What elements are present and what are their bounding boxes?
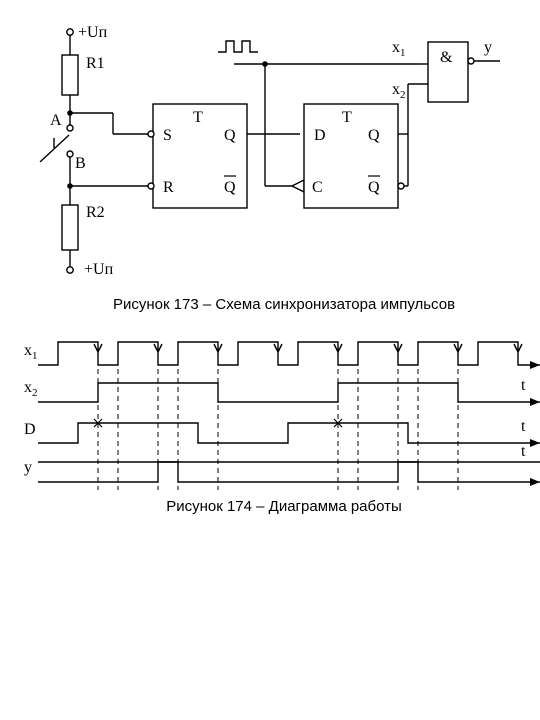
rs-trigger: [152, 103, 248, 209]
d-input-c: C: [312, 179, 323, 196]
r1-label: R1: [86, 55, 105, 72]
gate-input-x2: x2: [392, 81, 406, 101]
waveform-x2: [38, 382, 530, 403]
d-trigger-type: T: [342, 109, 352, 126]
rs-output-qbar: Q: [224, 179, 236, 196]
node-b-terminal: [66, 150, 74, 158]
node-a-terminal: [66, 124, 74, 132]
signal-label-d: D: [24, 421, 36, 438]
schematic: +Uп R1 A B R2 +Uп T S R Q Q: [39, 24, 500, 278]
x1-time-arrow: [530, 361, 540, 369]
d-trigger: [303, 103, 399, 209]
signal-label-y: y: [24, 459, 32, 476]
waveform-d: [38, 422, 530, 444]
x2-time-label: t: [521, 377, 526, 394]
clock-input-triangle: [290, 178, 305, 194]
rs-input-s: S: [163, 127, 172, 144]
d-time-arrow: [530, 439, 540, 447]
figure-174-caption: Рисунок 174 – Диаграмма работы: [166, 498, 402, 515]
waveform-x1: [38, 341, 530, 366]
node-a-label: A: [50, 112, 62, 129]
y-time-arrow: [530, 478, 540, 486]
node-b-label: B: [75, 155, 86, 172]
d-output-qbar: Q: [368, 179, 380, 196]
signal-label-x2: x2: [24, 379, 38, 399]
rs-input-r: R: [163, 179, 174, 196]
d-input-d: D: [314, 127, 326, 144]
resistor-r2: [61, 204, 79, 251]
y-time-label: t: [521, 443, 526, 460]
waveform-y: [38, 461, 530, 483]
signal-label-x1: x1: [24, 342, 38, 362]
r2-label: R2: [86, 204, 105, 221]
and-gate-symbol: &: [440, 49, 453, 66]
supply-top-terminal: [66, 28, 74, 36]
gate-input-x1: x1: [392, 39, 406, 59]
rs-trigger-type: T: [193, 109, 203, 126]
timing-diagram: x1 x2 D y t: [24, 341, 540, 490]
clock-pulse-symbol: [218, 40, 258, 53]
switch-lever: [39, 134, 70, 163]
d-time-label: t: [521, 418, 526, 435]
d-output-q: Q: [368, 127, 380, 144]
supply-top-label: +Uп: [78, 24, 108, 41]
d-sample-cross-mark: [333, 418, 343, 428]
x1-falling-edge-arrows: [93, 343, 523, 354]
supply-bottom-label: +Uп: [84, 261, 114, 278]
supply-bottom-terminal: [66, 266, 74, 274]
d-sample-cross-mark: [93, 418, 103, 428]
and-gate: [427, 41, 469, 103]
rs-output-q: Q: [224, 127, 236, 144]
resistor-r1: [61, 54, 79, 96]
gate-output-y: y: [484, 39, 492, 56]
figure-173-caption: Рисунок 173 – Схема синхронизатора импул…: [113, 296, 455, 313]
